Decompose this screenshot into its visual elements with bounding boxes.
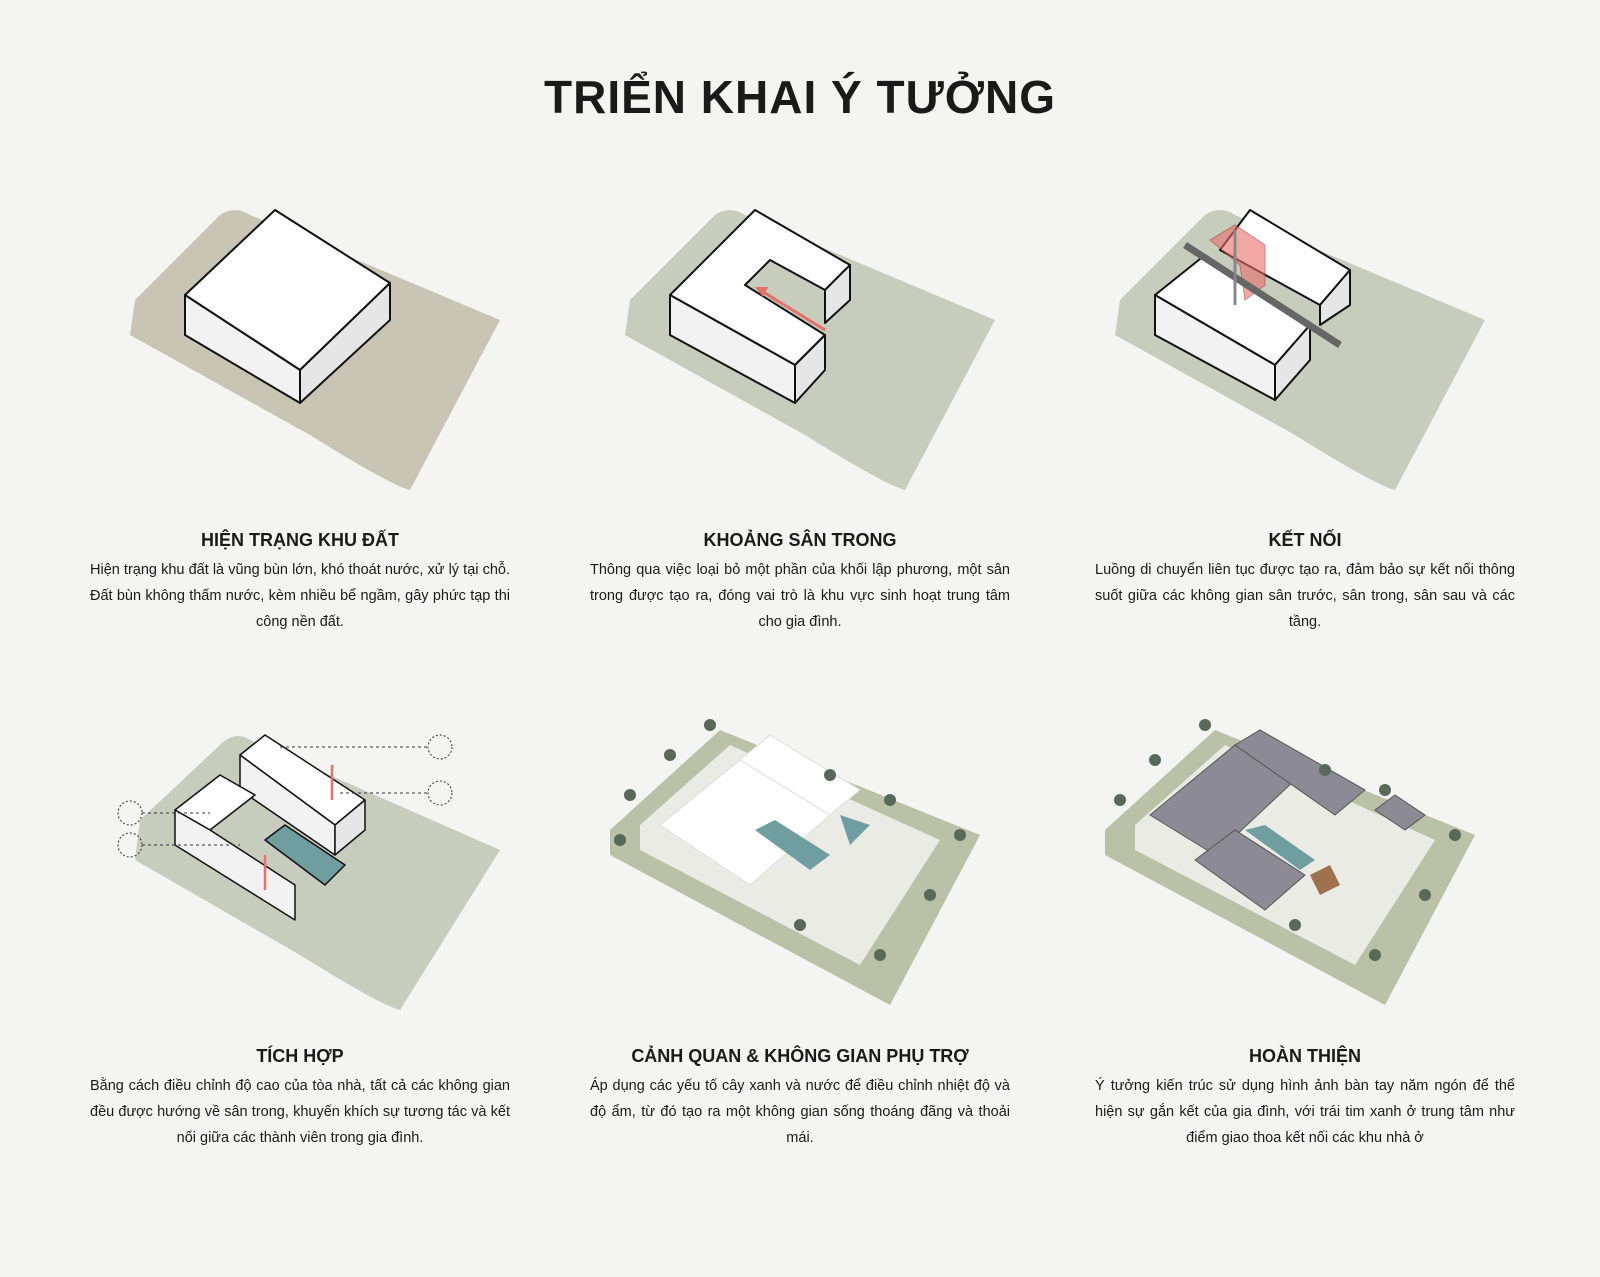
panel-heading: TÍCH HỢP [256, 1046, 344, 1066]
red-arrow [759, 288, 826, 332]
pool [1245, 825, 1315, 870]
site-diagram-integration [117, 734, 500, 1010]
panel-connection: KẾT NỐI Luồng di chuyển liên tục được tạ… [1085, 530, 1525, 635]
site-diagram-landscape [610, 719, 980, 1005]
leader-lines [142, 746, 428, 846]
panel-text: Thông qua việc loại bỏ một phần của khối… [590, 562, 1010, 630]
building-block [184, 209, 391, 404]
building-blocks [174, 734, 366, 921]
panel-existing-site: HIỆN TRẠNG KHU ĐẤT Hiện trạng khu đất là… [80, 530, 520, 635]
building-masses [659, 734, 861, 886]
panel-text: Hiện trạng khu đất là vũng bùn lớn, khó … [90, 562, 510, 630]
panel-text: Ý tưởng kiến trúc sử dụng hình ảnh bàn t… [1095, 1078, 1515, 1146]
trees-icon [614, 719, 966, 961]
roofs [1149, 729, 1426, 911]
panel-text: Áp dụng các yếu tố cây xanh và nước để đ… [590, 1078, 1010, 1146]
page-title: TRIỂN KHAI Ý TƯỞNG [544, 71, 1056, 123]
panel-completion: HOÀN THIỆN Ý tưởng kiến trúc sử dụng hìn… [1085, 1046, 1525, 1151]
grey-arrow [1183, 242, 1342, 348]
site-diagram-connection [1115, 209, 1485, 490]
red-arrowhead-icon [755, 287, 768, 297]
panel-landscape: CẢNH QUAN & KHÔNG GIAN PHỤ TRỢ Áp dụng c… [580, 1046, 1020, 1151]
site-diagram-existing [130, 209, 500, 490]
red-connector [1209, 224, 1266, 301]
trees-icon [1114, 719, 1461, 961]
building-blocks [1154, 209, 1351, 401]
pavilion [1310, 865, 1340, 895]
panel-text: Luồng di chuyển liên tục được tạo ra, đả… [1095, 562, 1515, 630]
panel-integration: TÍCH HỢP Bằng cách điều chỉnh độ cao của… [80, 1046, 520, 1151]
building-block [669, 209, 851, 404]
panel-heading: KHOẢNG SÂN TRONG [703, 530, 897, 550]
panel-heading: KẾT NỐI [1268, 530, 1342, 550]
panel-text: Bằng cách điều chỉnh độ cao của tòa nhà,… [90, 1078, 510, 1146]
panel-heading: CẢNH QUAN & KHÔNG GIAN PHỤ TRỢ [631, 1046, 969, 1066]
panel-heading: HIỆN TRẠNG KHU ĐẤT [201, 530, 399, 550]
site-diagram-courtyard [625, 209, 995, 490]
panel-heading: HOÀN THIỆN [1249, 1046, 1361, 1066]
panel-courtyard: KHOẢNG SÂN TRONG Thông qua việc loại bỏ … [580, 530, 1020, 635]
water-feature [840, 815, 870, 845]
pool [755, 820, 830, 870]
site-diagram-completion [1105, 719, 1475, 1005]
